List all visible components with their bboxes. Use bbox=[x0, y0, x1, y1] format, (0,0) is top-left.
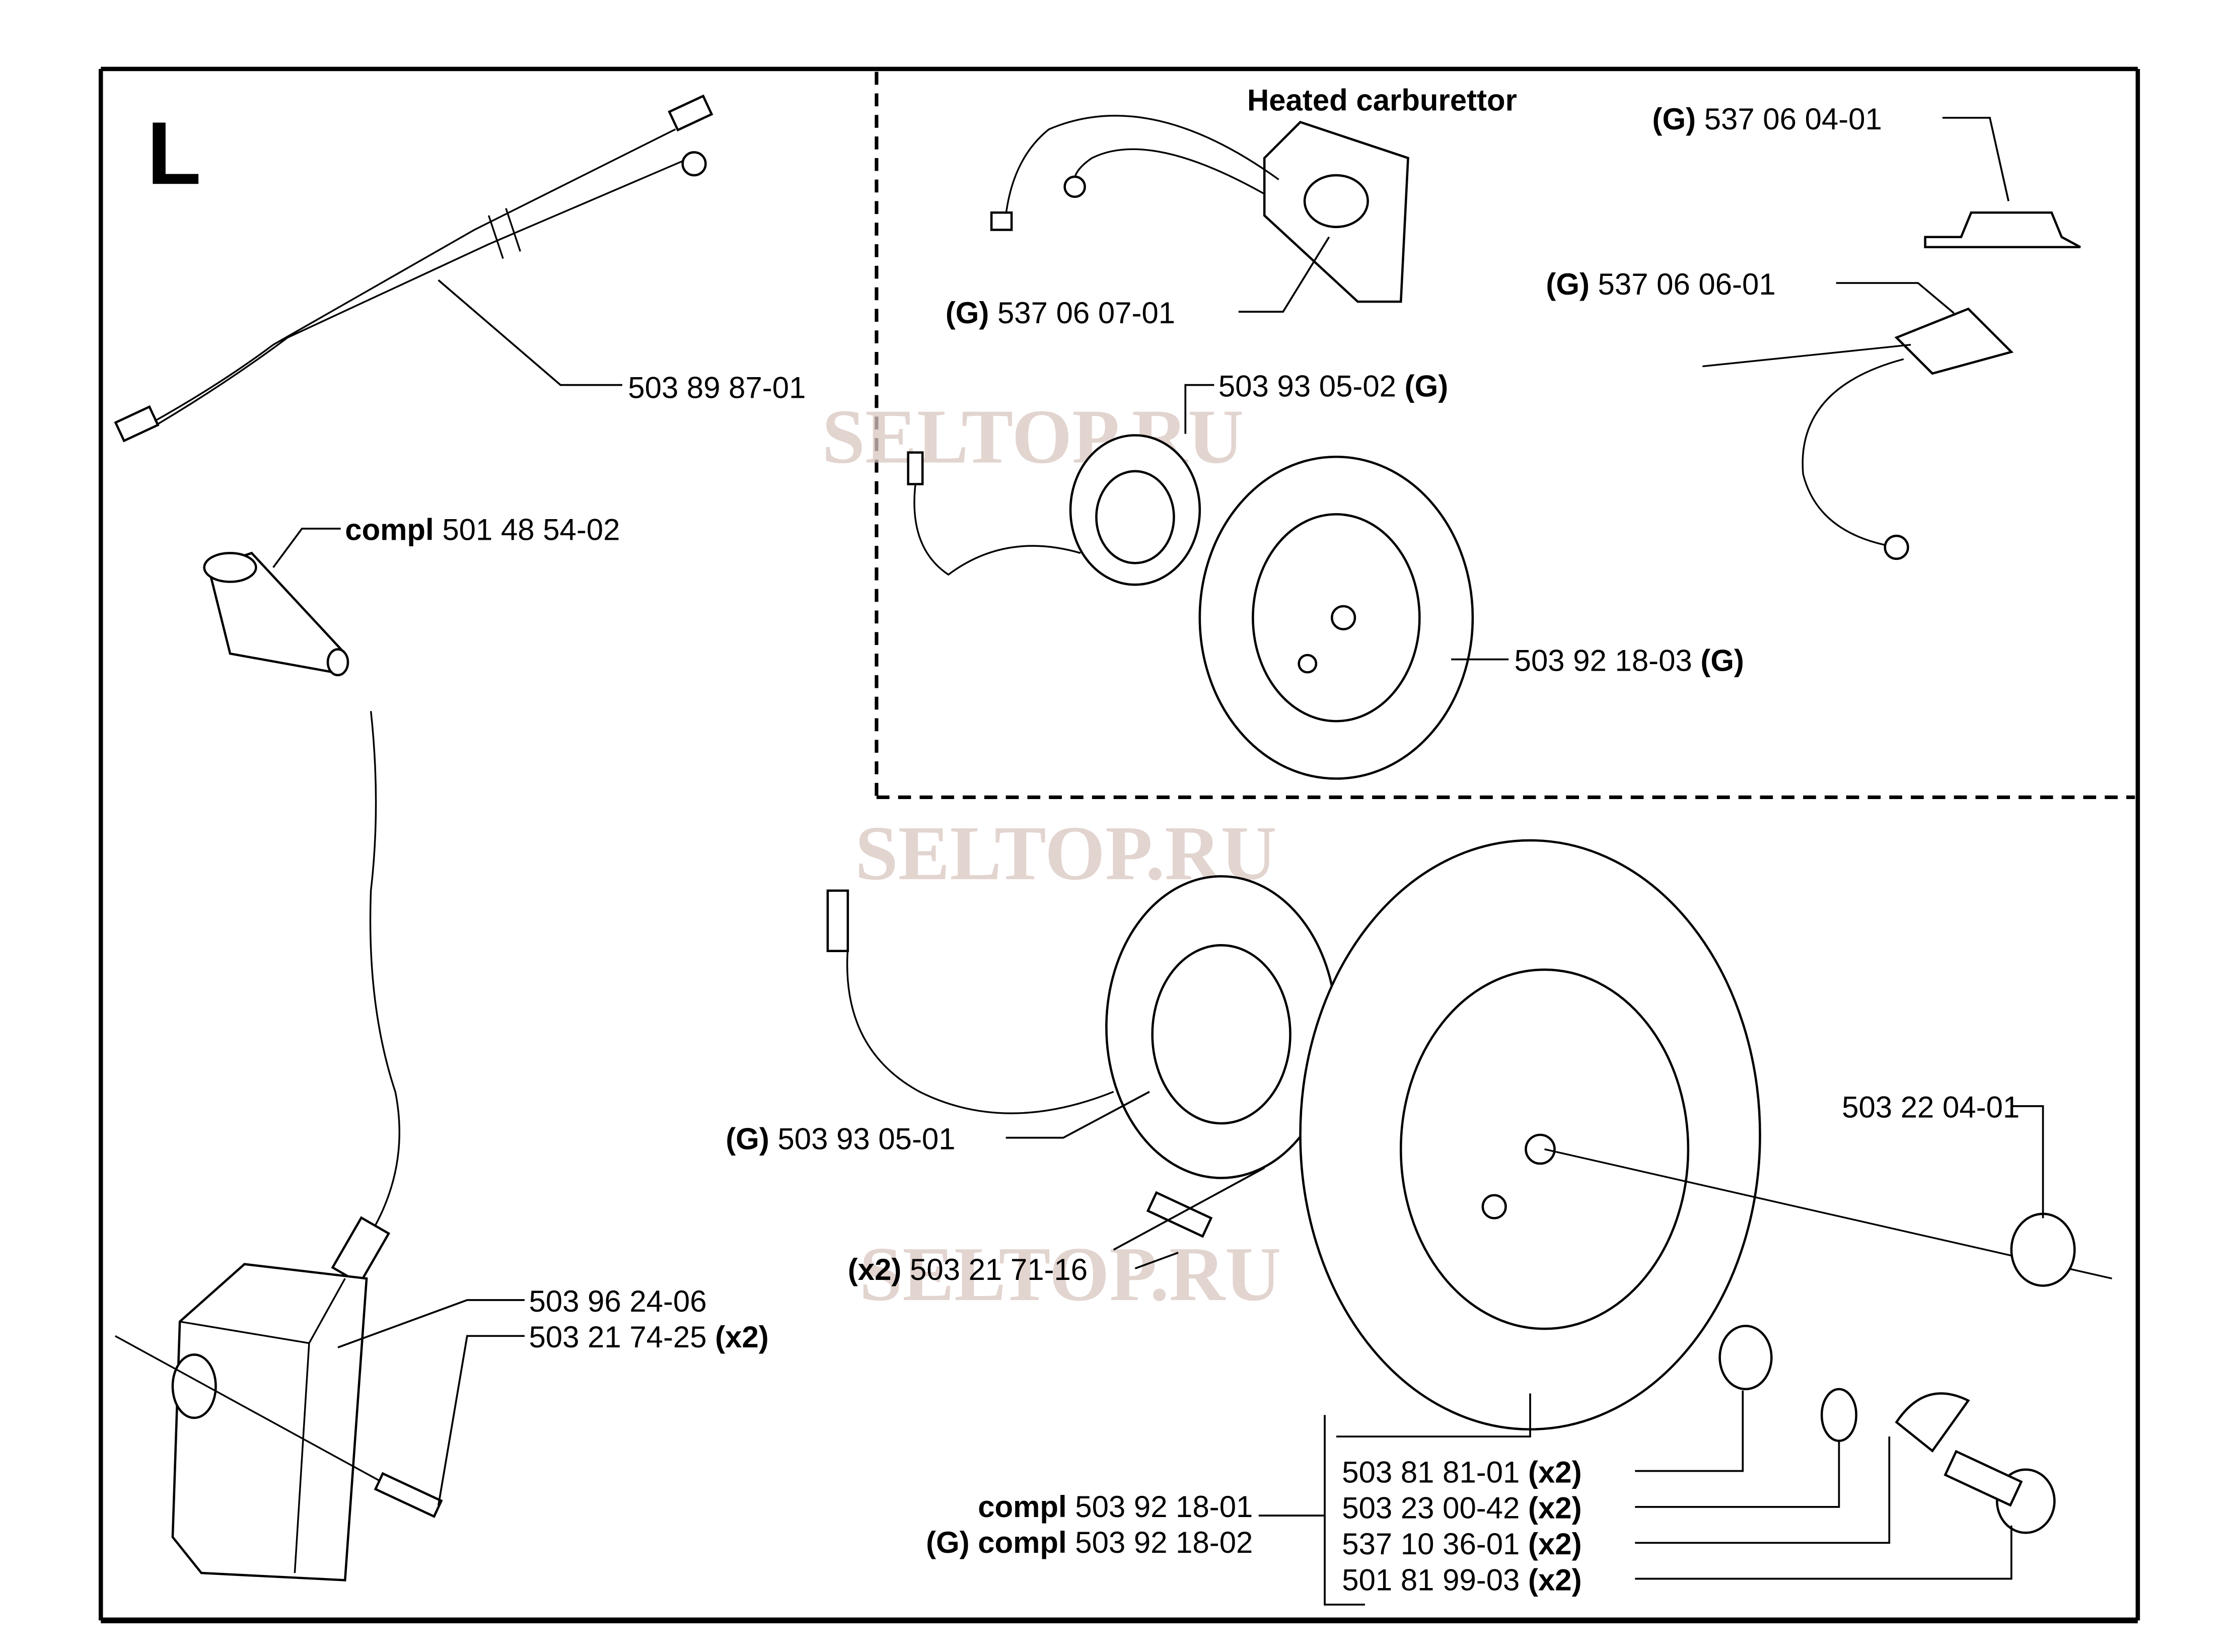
temperature-switch-drawing bbox=[1702, 307, 2014, 560]
carburettor-heater-drawing bbox=[990, 115, 1409, 303]
spark-plug-cap-drawing bbox=[203, 551, 349, 677]
section-letter: L bbox=[147, 104, 201, 203]
bracket-drawing bbox=[1924, 211, 2081, 249]
part-label: 537 10 36-01 (x2) bbox=[1342, 1527, 1581, 1561]
large-flywheel-drawing bbox=[1299, 839, 2112, 1431]
part-label: 503 89 87-01 bbox=[628, 371, 806, 404]
part-label: 503 23 00-42 (x2) bbox=[1342, 1491, 1581, 1525]
part-label: compl 503 92 18-01 bbox=[978, 1490, 1253, 1524]
large-generator-coil-drawing bbox=[826, 875, 1338, 1179]
ignition-module-drawing bbox=[114, 711, 443, 1582]
wiring-harness-drawing bbox=[114, 94, 713, 443]
part-label: compl 501 48 54-02 bbox=[345, 513, 620, 547]
part-label: (G) 537 06 07-01 bbox=[946, 296, 1175, 330]
part-label: 503 22 04-01 bbox=[1842, 1091, 2020, 1124]
part-label: (G) 503 93 05-01 bbox=[726, 1122, 955, 1156]
watermark: SELTOP.RU bbox=[859, 1232, 1281, 1317]
part-label: 503 81 81-01 (x2) bbox=[1342, 1455, 1581, 1489]
part-label: 503 92 18-03 (G) bbox=[1515, 643, 1744, 677]
part-label: 503 96 24-06 bbox=[529, 1284, 706, 1318]
part-label: 501 81 99-03 (x2) bbox=[1342, 1563, 1581, 1597]
part-label: 503 21 74-25 (x2) bbox=[529, 1320, 768, 1354]
small-flywheel-drawing bbox=[1198, 455, 1474, 780]
part-label: (G) 537 06 06-01 bbox=[1546, 267, 1775, 301]
diagram-frame bbox=[98, 66, 2140, 1623]
part-label: (G) 537 06 04-01 bbox=[1652, 102, 1882, 136]
heated-carburettor-heading: Heated carburettor bbox=[1247, 84, 1517, 117]
part-label: (x2) 503 21 71-16 bbox=[848, 1253, 1088, 1286]
part-label: 503 93 05-02 (G) bbox=[1218, 369, 1448, 403]
part-label: (G) compl 503 92 18-02 bbox=[926, 1526, 1253, 1559]
small-generator-coil-drawing bbox=[907, 434, 1201, 586]
leader-lines bbox=[272, 117, 2044, 1606]
